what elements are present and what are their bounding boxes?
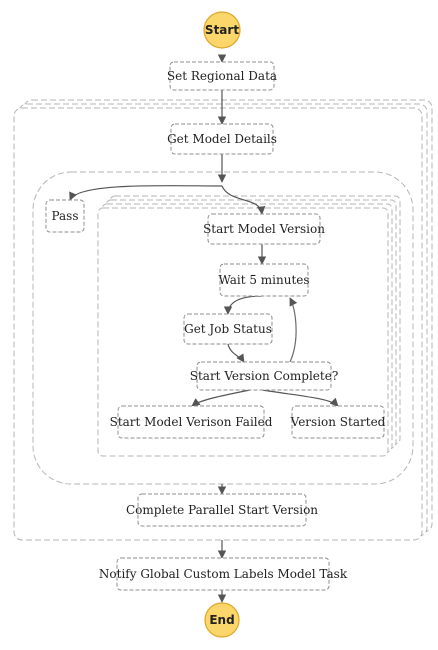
start-version-complete-label: Start Version Complete? bbox=[190, 369, 339, 383]
node-complete-parallel-start-version[interactable]: Complete Parallel Start Version bbox=[126, 493, 318, 527]
complete-parallel-start-version-label: Complete Parallel Start Version bbox=[126, 503, 318, 517]
node-end[interactable]: End bbox=[204, 602, 240, 638]
start-label: Start bbox=[205, 23, 239, 37]
node-start[interactable]: Start bbox=[203, 11, 241, 49]
set-regional-data-label: Set Regional Data bbox=[167, 69, 277, 83]
start-model-version-label: Start Model Version bbox=[203, 222, 325, 236]
node-start-model-version-failed[interactable]: Start Model Verison Failed bbox=[110, 405, 273, 439]
start-model-version-failed-label: Start Model Verison Failed bbox=[110, 415, 273, 429]
edges bbox=[69, 54, 339, 603]
node-set-regional-data[interactable]: Set Regional Data bbox=[167, 61, 277, 91]
edge-complete-to-failed bbox=[191, 389, 251, 407]
node-get-job-status[interactable]: Get Job Status bbox=[183, 313, 273, 345]
end-circle bbox=[204, 602, 240, 638]
edge-get-job-status-to-complete bbox=[227, 343, 245, 363]
version-started-label: Version Started bbox=[290, 415, 386, 429]
edge-complete-loop-to-wait bbox=[289, 297, 298, 363]
get-model-details-label: Get Model Details bbox=[167, 132, 277, 146]
edge-parallel-to-pass bbox=[69, 185, 223, 201]
end-label: End bbox=[209, 613, 234, 627]
wait-5-minutes-label: Wait 5 minutes bbox=[218, 273, 309, 287]
node-pass[interactable]: Pass bbox=[45, 199, 85, 233]
start-circle bbox=[203, 11, 241, 49]
node-wait-5-minutes[interactable]: Wait 5 minutes bbox=[218, 263, 310, 297]
node-get-model-details[interactable]: Get Model Details bbox=[167, 123, 277, 155]
edge-complete-to-version-started bbox=[261, 389, 339, 407]
edge-parallel-to-start-model-version bbox=[221, 185, 266, 215]
pass-label: Pass bbox=[51, 209, 78, 223]
get-job-status-label: Get Job Status bbox=[184, 322, 272, 336]
node-start-model-version[interactable]: Start Model Version bbox=[203, 213, 325, 245]
node-version-started[interactable]: Version Started bbox=[290, 405, 386, 439]
node-notify-global-custom-labels-model-task[interactable]: Notify Global Custom Labels Model Task bbox=[99, 557, 348, 591]
node-start-version-complete[interactable]: Start Version Complete? bbox=[190, 361, 339, 391]
notify-global-custom-labels-model-task-label: Notify Global Custom Labels Model Task bbox=[99, 567, 348, 581]
